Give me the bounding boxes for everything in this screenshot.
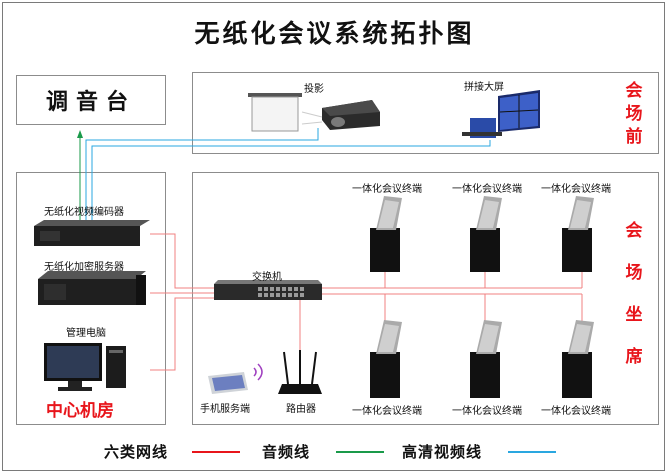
terminal-label: 一体化会议终端 <box>541 406 611 417</box>
front-zone-char-1: 会 <box>625 81 643 101</box>
encoder-label: 无纸化视频编码器 <box>44 207 124 218</box>
projector-screen-icon <box>248 93 302 132</box>
front-zone-label: 会 场 前 <box>625 80 643 149</box>
video-lines <box>85 128 491 220</box>
seat-zone-label: 会 场 坐 席 <box>625 210 643 378</box>
pc-icon <box>44 343 126 391</box>
terminal-icons-top <box>370 196 594 272</box>
legend-label-video: 高清视频线 <box>402 443 483 461</box>
encoder-icon <box>34 220 150 246</box>
seat-zone-char-1: 会 <box>625 221 643 241</box>
seat-zone-char-2: 场 <box>625 263 643 283</box>
network-lines <box>150 233 583 371</box>
legend-label-audio: 音频线 <box>262 443 311 461</box>
terminal-label: 一体化会议终端 <box>452 406 522 417</box>
legend-swatch-network <box>192 451 240 453</box>
video-wall-icon <box>462 90 540 138</box>
switch-icon <box>214 280 322 300</box>
audio-line <box>77 130 83 222</box>
router-icon <box>278 350 322 394</box>
terminal-label: 一体化会议终端 <box>352 184 422 195</box>
seat-zone-char-4: 席 <box>625 347 643 367</box>
front-zone-char-2: 场 <box>625 104 643 124</box>
terminal-label: 一体化会议终端 <box>352 406 422 417</box>
server-icon <box>38 271 146 305</box>
outer-frame <box>2 2 665 471</box>
mobile-phone-icon <box>208 363 263 394</box>
terminal-label: 一体化会议终端 <box>452 184 522 195</box>
switch-label: 交换机 <box>252 272 282 283</box>
pc-label: 管理电脑 <box>66 328 106 339</box>
legend-swatch-video <box>508 451 556 453</box>
encryption-server-label: 无纸化加密服务器 <box>44 262 124 273</box>
center-zone-label: 中心机房 <box>46 401 114 421</box>
terminal-label: 一体化会议终端 <box>541 184 611 195</box>
legend: 六类网线 音频线 高清视频线 <box>0 437 669 465</box>
legend-label-network: 六类网线 <box>104 443 169 461</box>
terminal-icons-bottom <box>370 320 594 398</box>
router-label: 路由器 <box>286 404 316 415</box>
mobile-server-label: 手机服务端 <box>200 404 250 415</box>
mixer-box: 调音台 <box>16 75 166 125</box>
projector-icon <box>301 100 380 130</box>
mixer-label: 调音台 <box>45 90 136 115</box>
front-zone-char-3: 前 <box>625 127 643 147</box>
seat-zone-char-3: 坐 <box>625 305 643 325</box>
projection-label: 投影 <box>304 84 324 95</box>
video-wall-label: 拼接大屏 <box>464 82 504 93</box>
diagram-title: 无纸化会议系统拓扑图 <box>194 19 475 48</box>
legend-swatch-audio <box>336 451 384 453</box>
